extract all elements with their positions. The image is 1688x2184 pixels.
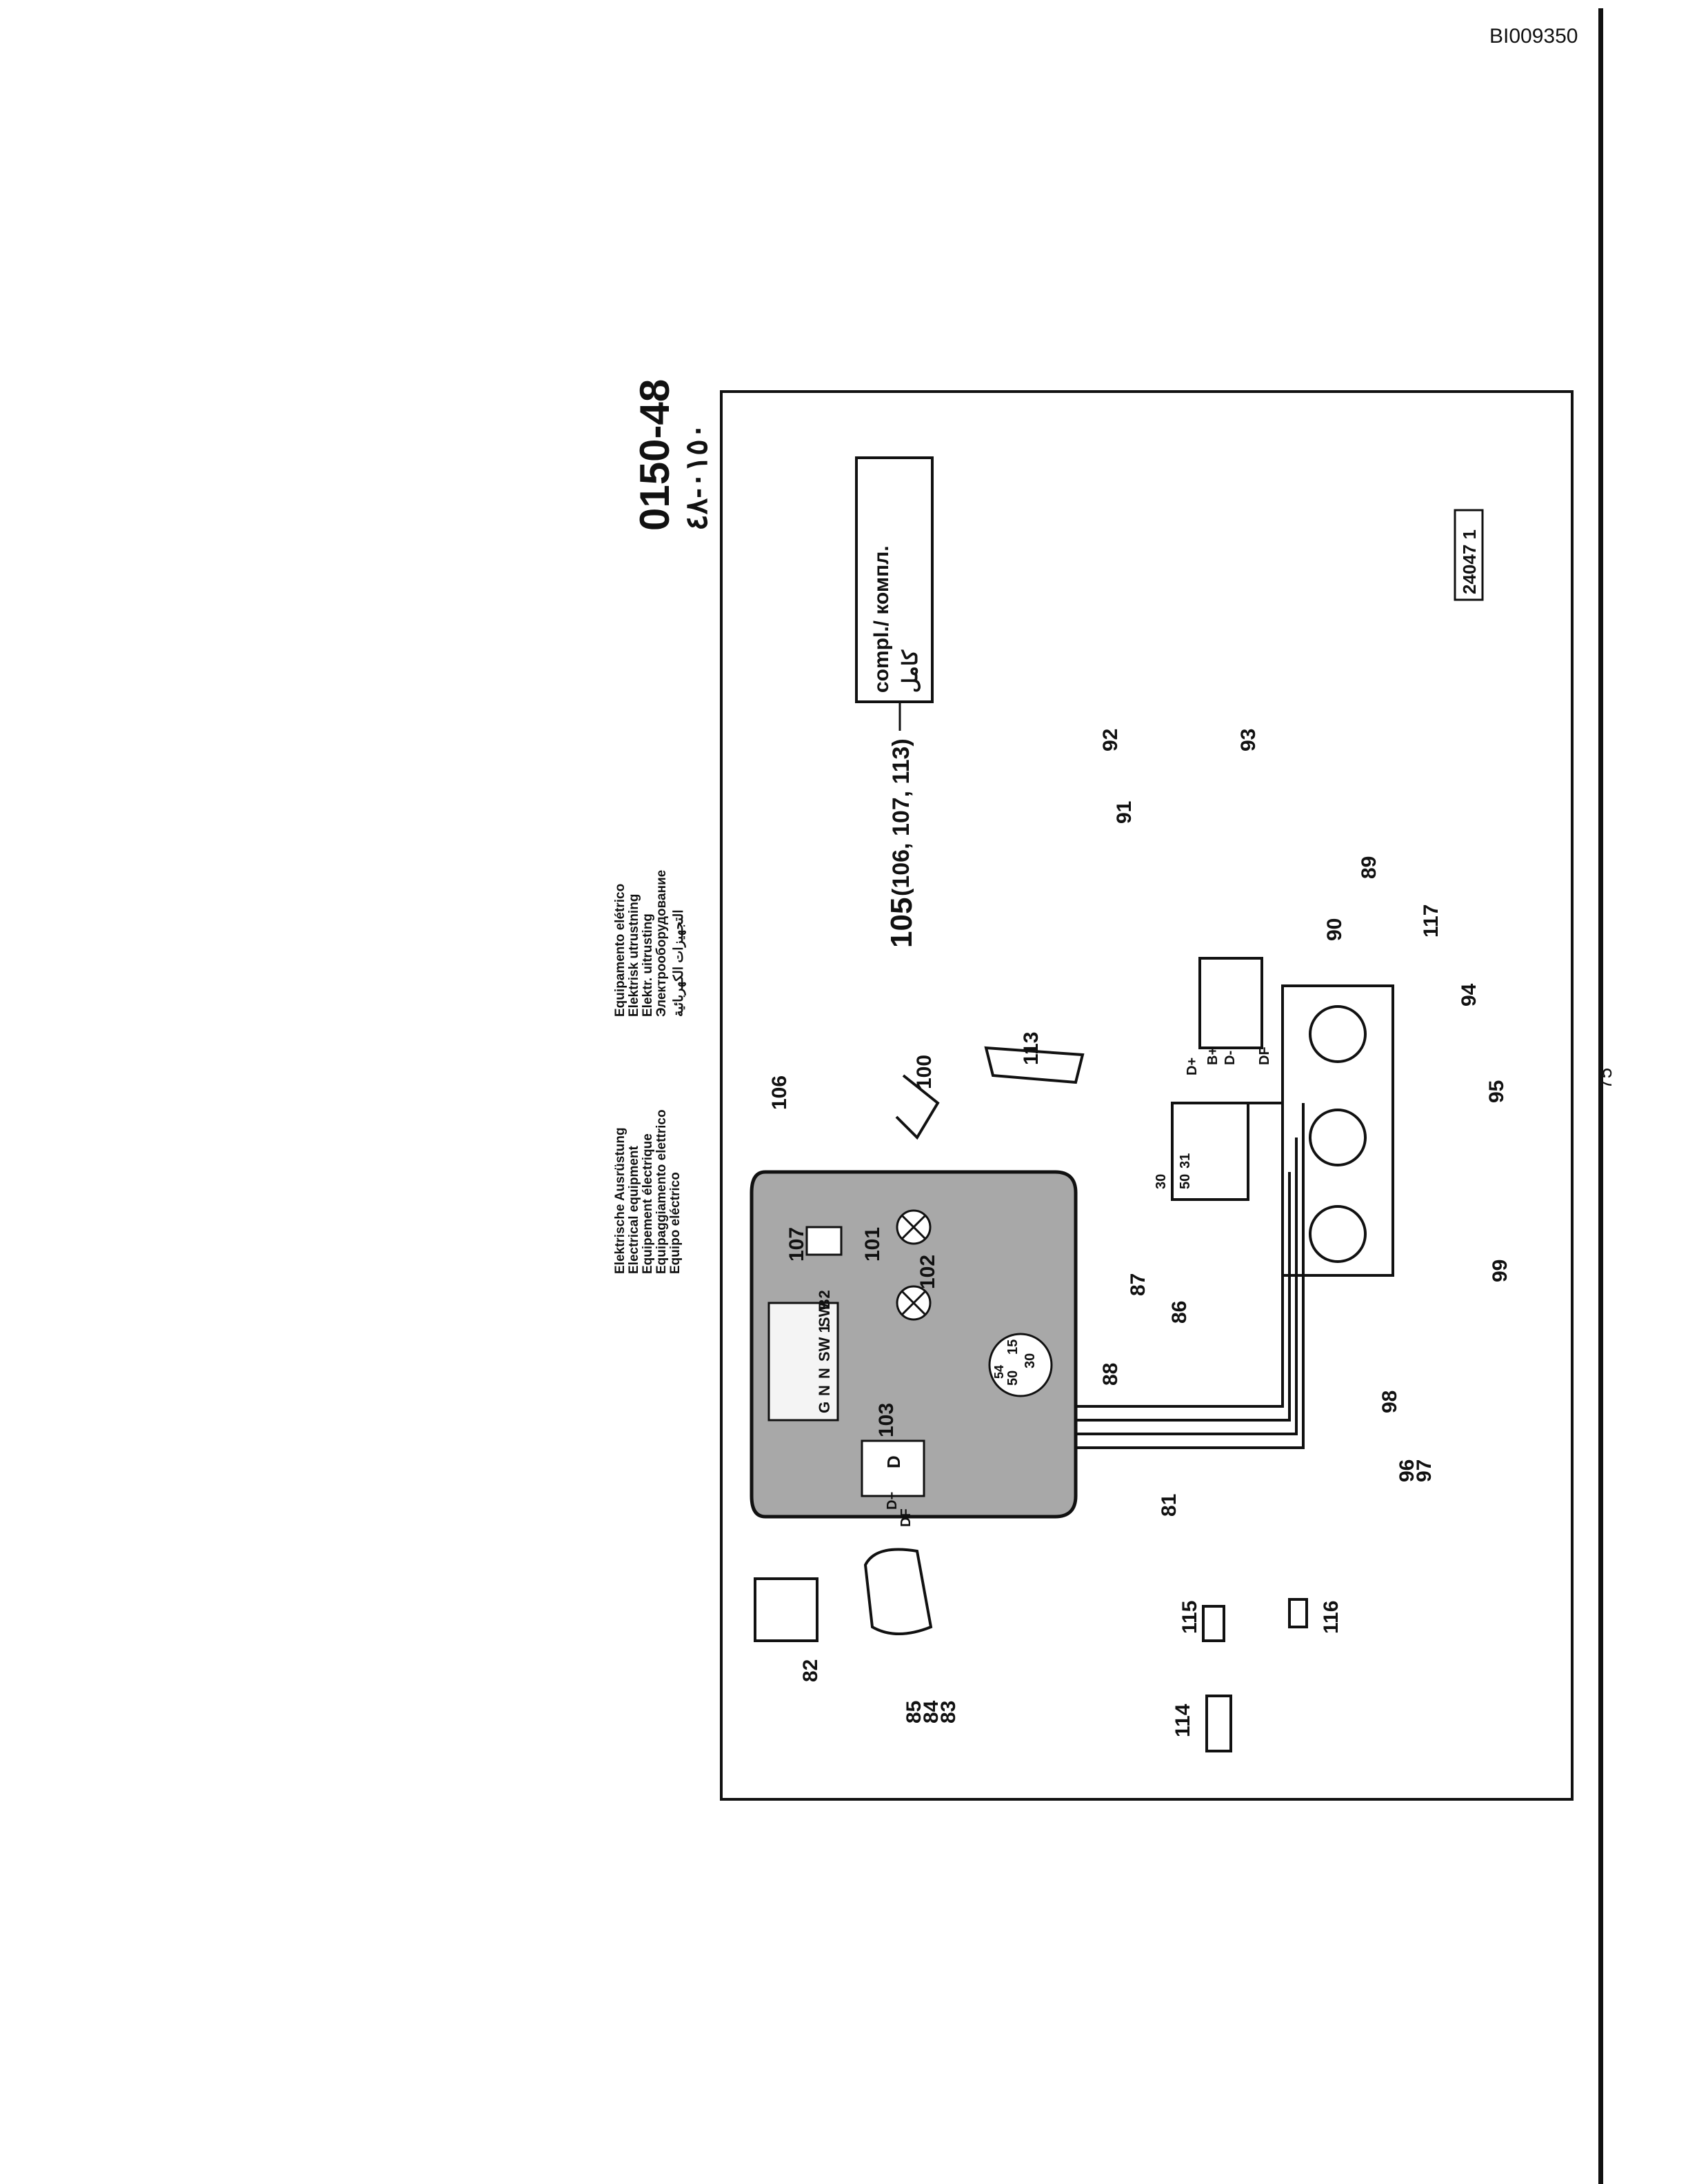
title-de: Elektrische Ausrüstung (613, 1127, 627, 1274)
document-id: BI009350 (1489, 25, 1578, 48)
callout-102: 102 (916, 1255, 939, 1289)
part-113 (984, 1046, 1085, 1084)
ignition-switch (988, 1333, 1053, 1397)
starter-30: 30 (1154, 1174, 1169, 1189)
callout-89: 89 (1358, 856, 1380, 879)
callout-85: 85 (903, 1701, 925, 1723)
regulator-d: D (883, 1455, 904, 1468)
engine-block (1281, 984, 1394, 1277)
callout-86: 86 (1168, 1301, 1191, 1324)
callout-93: 93 (1237, 729, 1260, 751)
regulator-df: DF (898, 1508, 914, 1527)
relay-107 (805, 1226, 843, 1256)
callout-90: 90 (1323, 918, 1346, 941)
title-ar: التجهيزات الكهربائية (672, 909, 686, 1017)
title-fr: Equipement électrique (641, 1133, 655, 1274)
starter-31: 31 (1178, 1153, 1193, 1169)
terminal-n1: N (816, 1385, 833, 1396)
ign-50: 50 (1005, 1371, 1021, 1386)
terminal-sw2: SW 2 (816, 1290, 833, 1327)
alt-df: DF (1257, 1046, 1272, 1065)
part-number-arabic: ٠١٥٠-٤٨ (680, 423, 714, 531)
callout-97: 97 (1413, 1459, 1436, 1482)
callout-81: 81 (1158, 1494, 1180, 1517)
title-block: Elektrische Ausrüstung Electrical equipm… (613, 870, 686, 1274)
callout-99: 99 (1489, 1260, 1511, 1282)
control-panel (750, 1170, 1078, 1519)
part-114 (1205, 1695, 1232, 1752)
callout-106: 106 (768, 1075, 791, 1110)
title-it: Equipaggiamento elettrico (654, 1109, 669, 1274)
figure-code-box (1454, 509, 1484, 601)
callout-94: 94 (1458, 983, 1480, 1007)
page-edge-rule (1598, 8, 1603, 2184)
title-sv: Elektrisk utrustning (627, 894, 641, 1017)
callout-88: 88 (1099, 1363, 1122, 1386)
terminal-sw1: SW 1 (816, 1324, 833, 1362)
terminal-g: G (816, 1402, 833, 1413)
terminal-strip (767, 1302, 839, 1422)
callouts: 81 82 83 84 85 86 87 88 89 90 91 92 93 9… (768, 729, 1511, 1737)
part-116 (1288, 1598, 1308, 1628)
callout-95: 95 (1485, 1080, 1508, 1103)
callout-92: 92 (1099, 729, 1122, 751)
assembly-label: 105 (885, 898, 918, 948)
callout-82: 82 (799, 1659, 822, 1682)
assembly-box (855, 456, 934, 703)
starter-motor (1171, 1102, 1249, 1201)
callout-101: 101 (861, 1227, 884, 1262)
small-parts (754, 1046, 1308, 1752)
title-ru: Электрооборудование (654, 870, 669, 1017)
callout-113: 113 (1020, 1032, 1043, 1065)
alt-dplus: D+ (1185, 1058, 1200, 1075)
regulator-dplus: D+ (885, 1492, 900, 1510)
callout-103: 103 (875, 1403, 898, 1437)
starter-50: 50 (1178, 1174, 1193, 1189)
terminal-b: B (816, 1299, 833, 1310)
diagram-frame (720, 390, 1574, 1801)
callout-117: 117 (1420, 904, 1443, 938)
callout-107: 107 (785, 1227, 808, 1262)
alt-bplus: B+ (1205, 1047, 1220, 1065)
callout-96: 96 (1396, 1459, 1418, 1482)
callout-84: 84 (920, 1700, 943, 1723)
assembly-sub: (106, 107, 113) (888, 738, 914, 896)
callout-115: 115 (1178, 1601, 1201, 1634)
title-pt: Equipamento elétrico (613, 884, 627, 1017)
alt-dminus: D- (1223, 1051, 1238, 1065)
alternator (1198, 957, 1263, 1049)
ign-15: 15 (1005, 1339, 1021, 1355)
part-82 (754, 1577, 818, 1642)
title-nl: Elektr. uitrusting (641, 913, 655, 1017)
callout-114: 114 (1172, 1703, 1194, 1737)
title-en: Electrical equipment (627, 1145, 641, 1274)
title-es: Equipo eléctrico (668, 1172, 683, 1274)
callout-116: 116 (1320, 1601, 1343, 1634)
part-horn (863, 1548, 933, 1635)
figure-code: 24047 1 (1459, 529, 1480, 594)
callout-91: 91 (1113, 801, 1136, 824)
part-115 (1202, 1605, 1225, 1642)
callout-83: 83 (937, 1701, 960, 1723)
part-number: 0150-48 (632, 379, 678, 531)
callout-98: 98 (1378, 1391, 1401, 1413)
part-100 (895, 1074, 940, 1140)
regulator (861, 1439, 925, 1497)
callout-87: 87 (1127, 1273, 1149, 1296)
assembly-box-text: compl./ компл. (870, 545, 893, 693)
ign-54: 54 (992, 1365, 1006, 1379)
ign-30: 30 (1023, 1353, 1038, 1368)
terminal-n2: N (816, 1368, 833, 1379)
callout-100: 100 (913, 1055, 936, 1089)
assembly-box-text-arabic: كامل (899, 649, 922, 693)
